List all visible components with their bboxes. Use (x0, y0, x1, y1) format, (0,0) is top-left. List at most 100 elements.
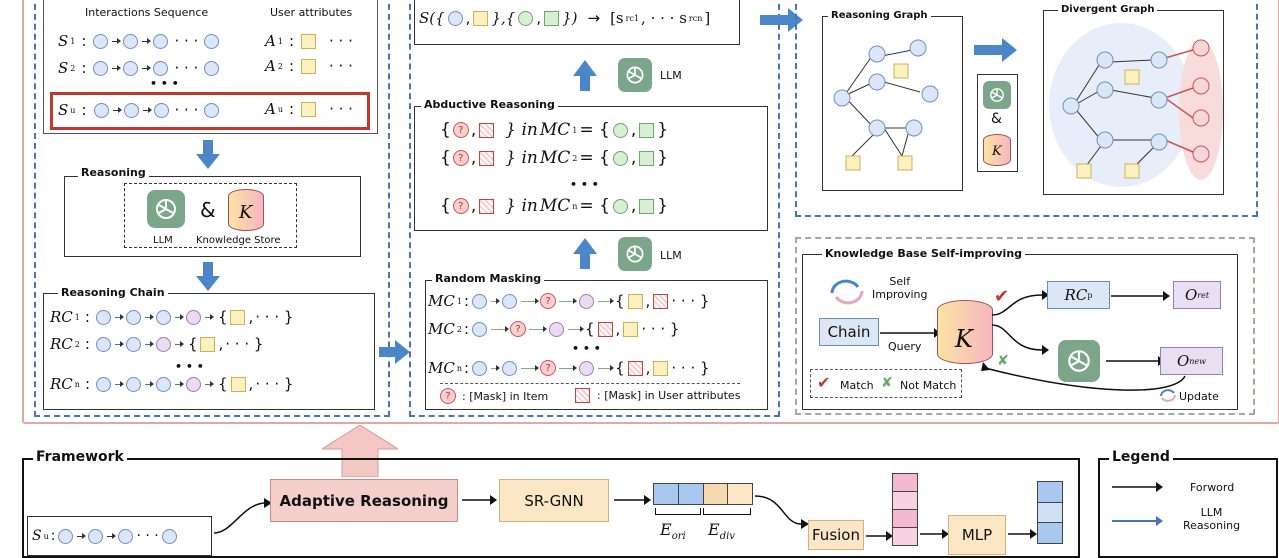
e-div: E (708, 520, 720, 539)
srgnn-box[interactable]: SR-GNN (499, 479, 609, 522)
chain-box: Chain (819, 318, 879, 346)
item-node-icon (204, 60, 220, 76)
mlp-box[interactable]: MLP (948, 515, 1006, 555)
blue-arrow-right-icon (379, 340, 410, 364)
srgnn-label: SR-GNN (524, 491, 584, 510)
item-node-icon (579, 293, 594, 309)
arrow-right-icon (880, 328, 940, 338)
item-node-icon (118, 528, 134, 544)
su-label: S (32, 528, 42, 544)
item-node-icon (153, 33, 169, 49)
masked-attr-icon (575, 388, 590, 403)
item-node-icon (472, 293, 487, 309)
item-node-icon (123, 102, 139, 118)
cross-icon: ✘ (997, 353, 1009, 369)
oret-label: O (1184, 286, 1198, 304)
attribute-icon (301, 58, 316, 74)
legend-llm-reasoning-label: LLM Reasoning (1183, 506, 1241, 532)
seq-sub: 1 (70, 36, 76, 46)
llm-icon (618, 237, 652, 271)
rc-tail: · · · } (255, 308, 294, 326)
result-sub: rc (625, 13, 634, 23)
attribute-icon (639, 122, 655, 138)
attributes-header: User attributes (270, 6, 353, 19)
seq-sub: 2 (70, 63, 76, 73)
vdots: • • • (150, 77, 179, 90)
query-label: Query (888, 340, 922, 353)
in-text: } in (505, 148, 538, 168)
result-sub: rc (688, 13, 698, 23)
reasoning-chain-title: Reasoning Chain (58, 286, 168, 299)
mc-label: MC (539, 120, 571, 140)
self-improving-label: Self Improving (872, 275, 928, 301)
masked-item-icon: ? (510, 321, 526, 337)
item-node-icon (93, 60, 109, 76)
embedding-brace (655, 508, 701, 515)
item-node-icon (153, 102, 169, 118)
mc-label: MC (539, 148, 571, 168)
check-icon: ✔ (994, 286, 1010, 307)
attribute-icon (639, 198, 655, 214)
highlighted-user-row (50, 92, 370, 130)
attribute-icon (627, 293, 643, 309)
item-node-icon (155, 309, 171, 325)
item-node-icon (125, 309, 141, 325)
attribute-icon (301, 101, 317, 117)
masking-legend-divider (440, 383, 740, 384)
k-label: K (955, 325, 973, 353)
attribute-icon (230, 376, 246, 392)
arrow-right-icon (866, 531, 893, 541)
attribute-icon (623, 321, 639, 337)
item-node-icon (612, 122, 628, 138)
masked-item-icon: ? (540, 360, 557, 376)
fusion-label: Fusion (812, 526, 860, 544)
masked-item-icon: ? (452, 198, 469, 214)
onew-label: O (1176, 352, 1190, 370)
mlp-label: MLP (961, 526, 993, 544)
rc-tail: · · · } (255, 375, 294, 393)
cross-icon: ✘ (881, 375, 893, 391)
output-vector (1037, 481, 1063, 544)
masked-attr-icon (597, 321, 613, 337)
attr-label: A (265, 57, 276, 75)
vdots: • • • (175, 360, 204, 373)
fusion-box[interactable]: Fusion (808, 520, 864, 550)
result-sub-index: n (697, 13, 703, 23)
masked-attr-icon (627, 360, 643, 376)
ellipsis: · · · (329, 57, 353, 75)
eq-text: = { (579, 196, 610, 216)
reasoning-panel (64, 176, 361, 257)
masked-item-icon: ? (452, 122, 469, 138)
result-mid: , · · · s (641, 9, 687, 27)
arrow-right-icon (754, 495, 809, 529)
seq-label: S (58, 32, 69, 50)
adaptive-reasoning-box[interactable]: Adaptive Reasoning (270, 479, 458, 522)
result-close: ] (704, 9, 711, 27)
reasoning-dashed-inner (124, 183, 297, 248)
result-sub-index: 1 (633, 13, 640, 23)
item-node-icon (549, 321, 564, 337)
mc-sub: n (572, 201, 578, 211)
blue-arrow-right-icon (760, 8, 803, 32)
amp: & (200, 198, 216, 222)
llm-reasoning-arrow-icon (1112, 516, 1163, 526)
item-node-icon (153, 60, 169, 76)
item-node-icon (612, 198, 628, 214)
mc-sub: 2 (572, 153, 578, 163)
interactions-header: Interactions Sequence (85, 6, 209, 19)
update-connector (981, 362, 1186, 391)
check-icon: ✔ (817, 373, 831, 392)
rc-tail: · · · } (225, 335, 264, 353)
formula-mid: },{ (491, 9, 516, 27)
rcp-label: RC (1064, 286, 1088, 304)
kb-title: Knowledge Base Self-improving (822, 247, 1026, 260)
arrow-right-icon (920, 529, 949, 539)
